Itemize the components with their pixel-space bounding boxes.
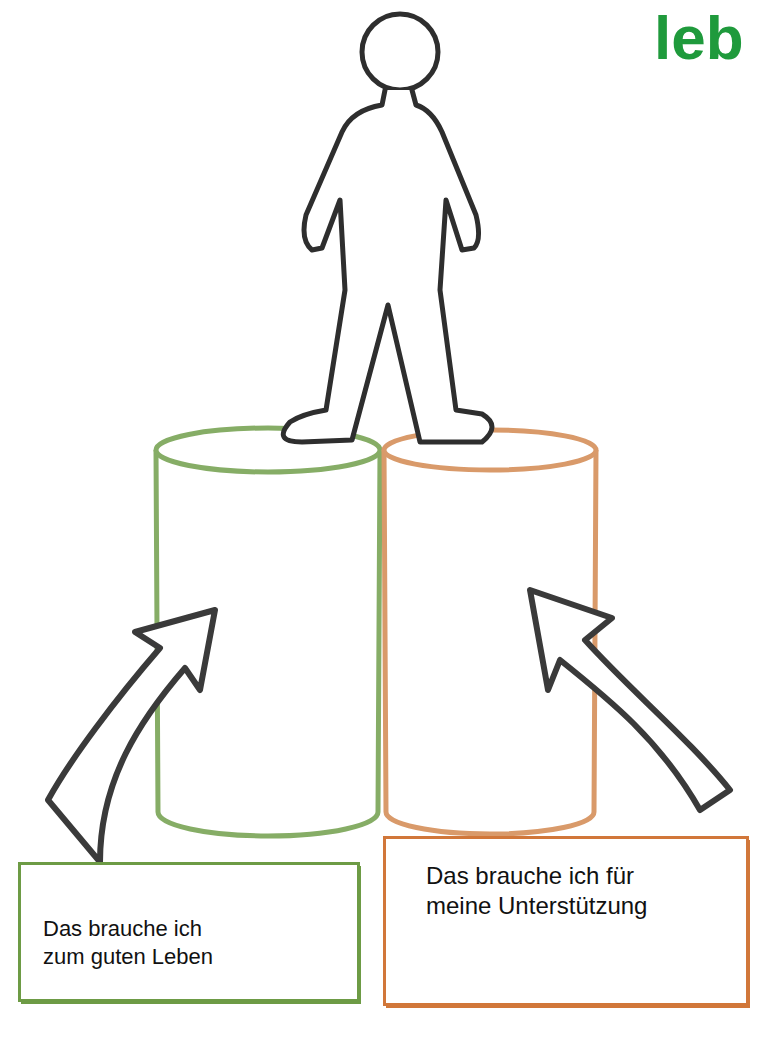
box-text: Das brauche ich für meine Unterstützung [426,861,676,921]
left-arrow [48,610,215,862]
box-text: Das brauche ich zum guten Leben [43,915,233,970]
right-arrow [530,590,730,810]
support-box: Das brauche ich für meine Unterstützung [383,836,749,1006]
heading-fragment: leb [654,2,744,73]
needs-box: Das brauche ich zum guten Leben [18,862,360,1002]
person-figure [283,14,492,442]
